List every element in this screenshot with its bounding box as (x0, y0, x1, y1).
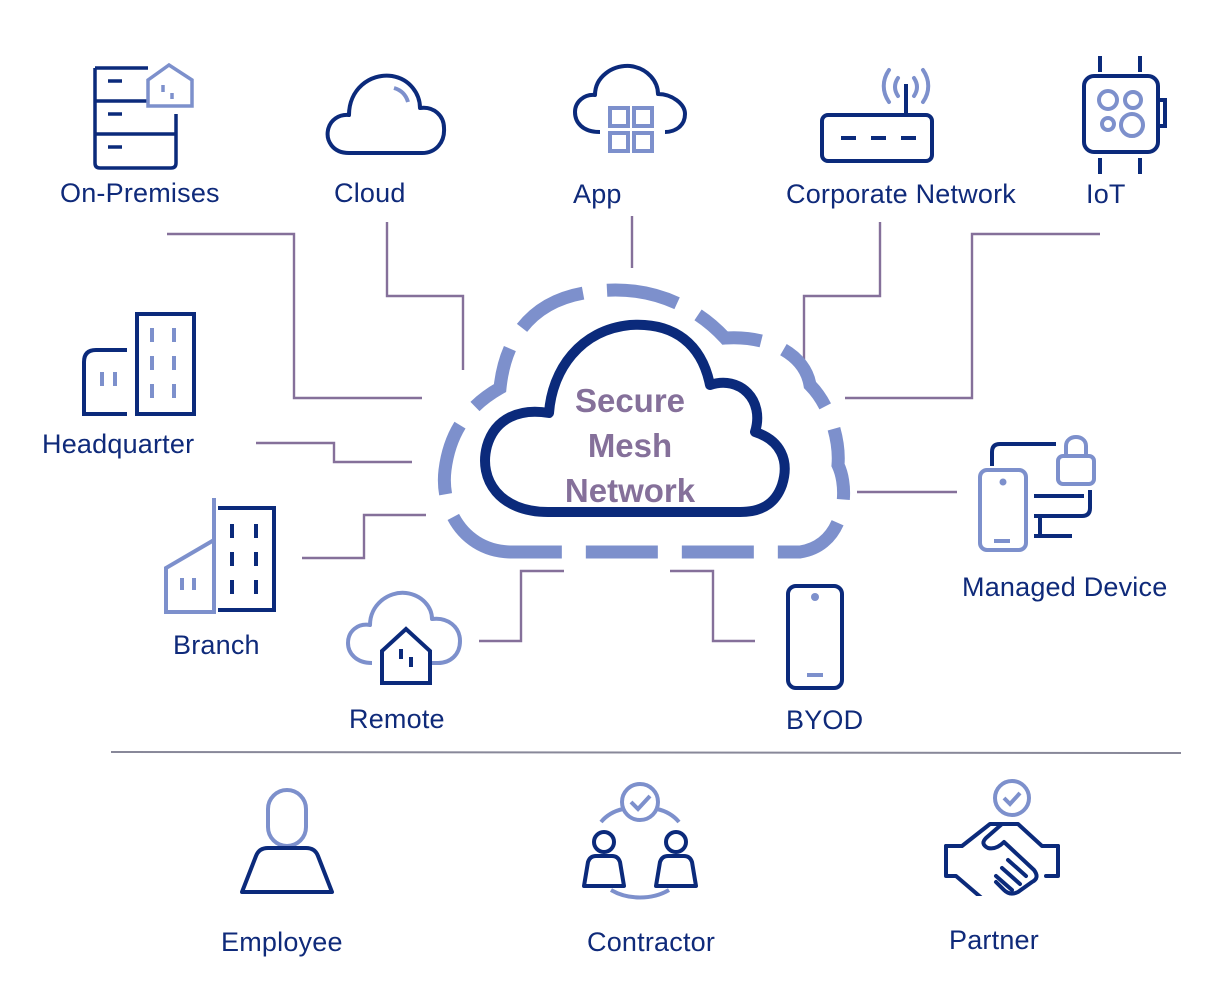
connector-iot (845, 232, 1100, 400)
node-label: Headquarter (42, 429, 195, 459)
outer-dashed-cloud (437, 283, 850, 559)
node-label: IoT (1086, 179, 1126, 209)
connector-byod (670, 569, 755, 643)
connector-corporate-network (802, 222, 882, 370)
connector-remote (479, 569, 564, 643)
verified-handshake-icon (944, 779, 1060, 896)
locked-devices-icon (978, 435, 1096, 552)
cloud-home-icon (346, 590, 462, 685)
person-icon (240, 788, 334, 894)
node-label: App (573, 179, 622, 209)
network-title: Secure Mesh Network (530, 378, 730, 513)
inner-cloud (480, 319, 790, 517)
node-label: Managed Device (962, 572, 1168, 602)
user-label: Partner (949, 925, 1039, 955)
connector-branch (302, 513, 426, 560)
section-divider (110, 751, 1182, 754)
node-label: Remote (349, 704, 445, 734)
branch-building-icon (164, 498, 276, 614)
smartphone-icon (786, 584, 844, 690)
office-buildings-icon (82, 312, 196, 416)
title-line-3: Network (564, 472, 696, 509)
user-label: Contractor (587, 927, 716, 957)
title-line-1: Secure (574, 382, 686, 419)
node-label: BYOD (786, 705, 864, 735)
server-house-icon (93, 62, 194, 170)
smartwatch-icon (1082, 56, 1167, 174)
connectors (167, 216, 1100, 643)
node-label: Corporate Network (786, 179, 1016, 209)
cloud-icon (325, 73, 447, 155)
node-label: On-Premises (60, 178, 220, 208)
title-line-2: Mesh (587, 427, 673, 464)
verified-people-icon (582, 782, 698, 900)
cloud-app-grid-icon (573, 63, 687, 153)
router-icon (820, 68, 934, 163)
node-label: Branch (173, 630, 260, 660)
connector-cloud (385, 222, 465, 370)
connector-on-premises (167, 232, 422, 400)
user-label: Employee (221, 927, 343, 957)
node-label: Cloud (334, 178, 406, 208)
connector-headquarter (256, 441, 412, 464)
